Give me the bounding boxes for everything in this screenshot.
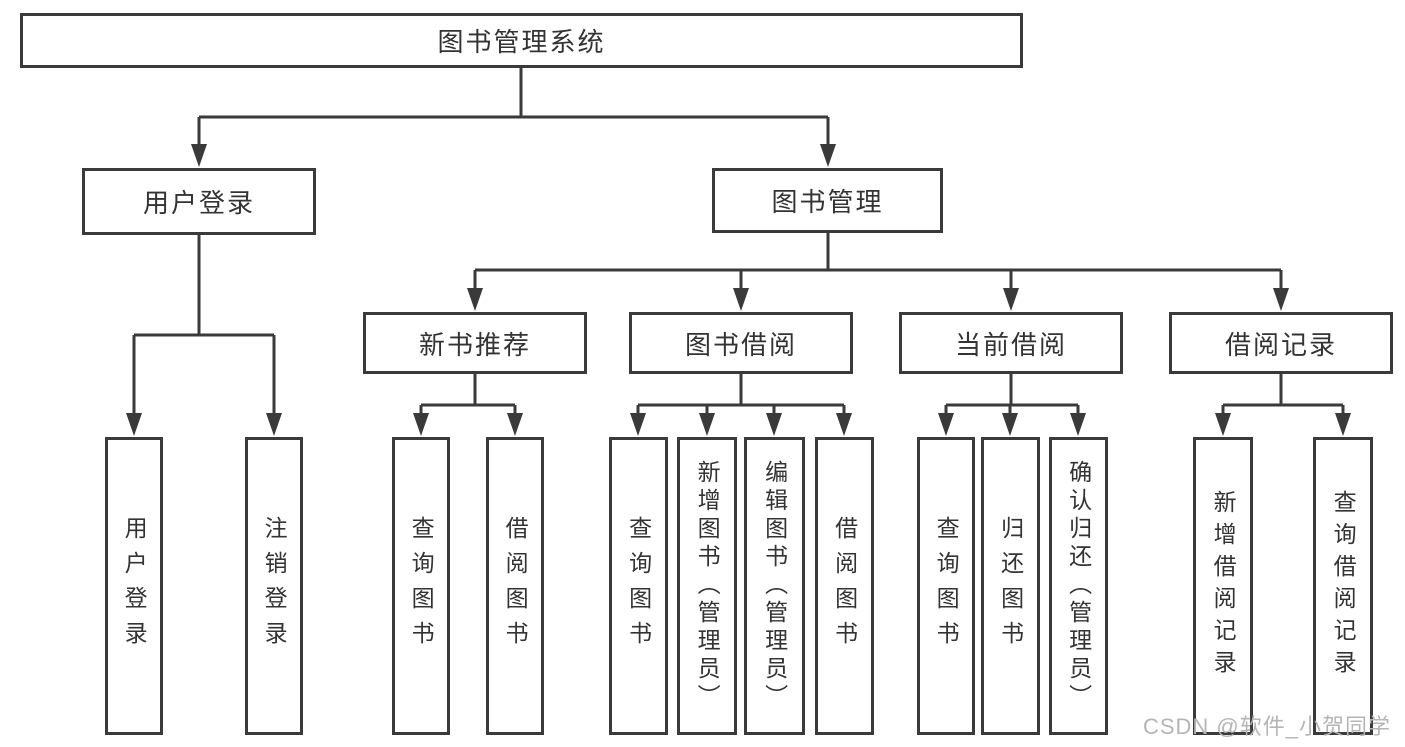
node-label: 图书管理	[771, 187, 884, 217]
node-label: 查询图书	[408, 516, 435, 656]
node-label: 当前借阅	[954, 329, 1067, 360]
node-label: 新增借阅记录	[1210, 490, 1237, 682]
node-label: 编辑图书（管理员）	[761, 460, 788, 712]
node-label: 新书推荐	[418, 329, 531, 360]
node-label: 查询图书	[625, 516, 652, 656]
leaf-user-login: 用户登录	[105, 437, 163, 735]
leaf-edit-books-admin: 编辑图书（管理员）	[744, 437, 805, 735]
node-label: 用户登录	[121, 516, 148, 656]
node-book-management: 图书管理	[712, 168, 943, 233]
leaf-return-books: 归还图书	[981, 437, 1040, 735]
leaf-query-books: 查询图书	[917, 437, 975, 735]
node-label: 新增图书（管理员）	[694, 460, 721, 712]
csdn-watermark: CSDN @软件_小贺同学	[1142, 714, 1391, 739]
node-root-book-management-system: 图书管理系统	[20, 13, 1023, 68]
node-new-book-recommend: 新书推荐	[363, 312, 587, 374]
node-label: 注销登录	[261, 516, 288, 656]
node-label: 借阅图书	[502, 516, 529, 656]
node-label: 查询借阅记录	[1330, 490, 1357, 682]
node-current-borrowing: 当前借阅	[899, 312, 1123, 374]
leaf-query-books: 查询图书	[609, 437, 668, 735]
leaf-add-borrow-record: 新增借阅记录	[1193, 437, 1253, 735]
node-book-borrowing: 图书借阅	[629, 312, 853, 374]
leaf-borrow-books: 借阅图书	[486, 437, 544, 735]
leaf-add-books-admin: 新增图书（管理员）	[677, 437, 737, 735]
node-borrowing-records: 借阅记录	[1169, 312, 1393, 374]
node-label: 图书管理系统	[437, 27, 606, 57]
arrowheads	[126, 144, 1351, 436]
node-user-login: 用户登录	[82, 168, 316, 235]
node-label: 借阅记录	[1224, 329, 1337, 360]
leaf-query-books: 查询图书	[392, 437, 450, 735]
node-label: 归还图书	[997, 516, 1024, 656]
leaf-confirm-return-admin: 确认归还（管理员）	[1049, 437, 1108, 735]
leaf-borrow-books: 借阅图书	[815, 437, 874, 735]
leaf-query-borrow-record: 查询借阅记录	[1313, 437, 1373, 735]
node-label: 用户登录	[142, 188, 255, 218]
node-label: 图书借阅	[684, 329, 797, 360]
leaf-logout: 注销登录	[245, 437, 303, 735]
node-label: 借阅图书	[831, 516, 858, 656]
node-label: 确认归还（管理员）	[1065, 460, 1092, 712]
node-label: 查询图书	[933, 516, 960, 656]
